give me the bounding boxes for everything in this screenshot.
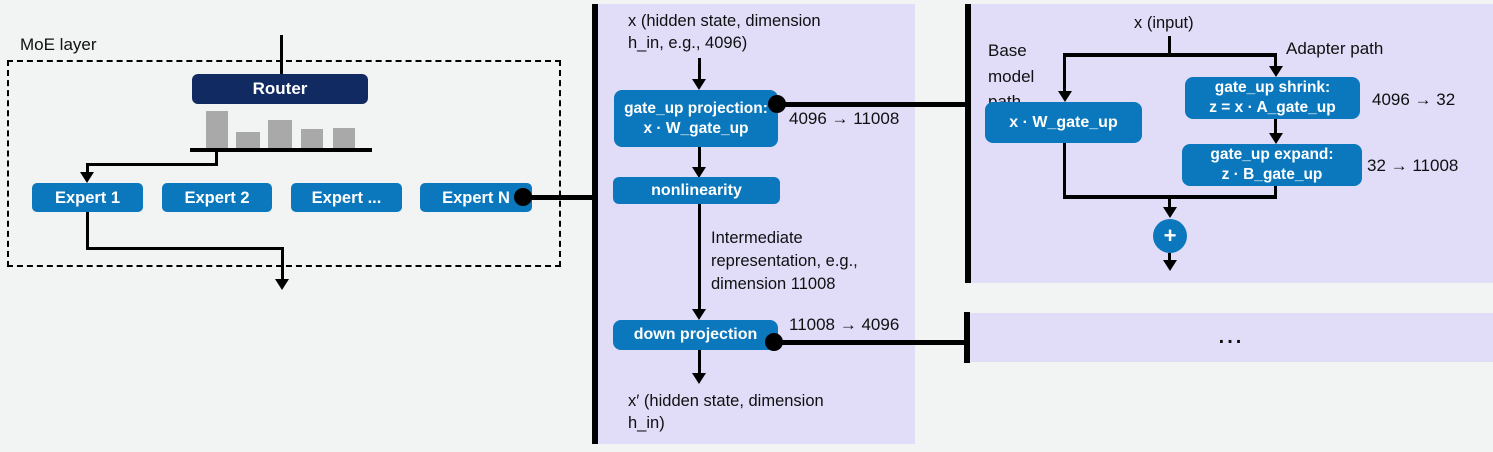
expert-output-arrowhead [275, 279, 289, 290]
route-line [215, 150, 218, 166]
ellipsis-panel-bracket [964, 312, 970, 363]
nonlinearity-box: nonlinearity [613, 177, 780, 204]
router-weights-axis [190, 148, 372, 152]
base-branch-line [1063, 53, 1066, 92]
sum-node: + [1153, 219, 1187, 253]
base-branch-arrowhead [1058, 91, 1072, 102]
router-input-line [280, 35, 283, 75]
flow-line [698, 58, 701, 81]
adapter-path-label: Adapter path [1286, 39, 1384, 58]
gate-up-callout-line [777, 102, 968, 107]
output-arrowhead [1163, 260, 1177, 271]
down-projection-box: down projection [613, 320, 778, 350]
flow-arrowhead [692, 373, 706, 384]
sum-arrowhead [1163, 207, 1177, 218]
expert-panel-bracket [592, 4, 598, 444]
flow-arrowhead [692, 167, 706, 178]
expert-detail-panel [598, 4, 915, 444]
expert-n-callout-line [523, 195, 595, 200]
expert-output-line [86, 212, 89, 250]
down-projection-callout-line [774, 340, 967, 345]
shrink-dims-label: 4096 → 32 [1372, 90, 1456, 109]
flow-arrowhead [1269, 133, 1283, 144]
adapter-input-text: x (input) [1134, 14, 1194, 32]
ellipsis-panel: ... [970, 313, 1493, 362]
expand-dims-label: 32 → 11008 [1367, 156, 1459, 175]
output-line [1168, 253, 1171, 261]
ellipsis-text: ... [1218, 326, 1245, 348]
moe-layer-title: MoE layer [20, 35, 97, 54]
gate-up-projection-box: gate_up projection: x · W_gate_up [614, 90, 778, 147]
flow-line [1274, 119, 1277, 135]
moe-layer-boundary [7, 60, 561, 267]
router-box: Router [192, 74, 368, 104]
expert-1-box: Expert 1 [32, 183, 143, 212]
flow-line [698, 147, 701, 169]
expert-output-line [281, 247, 284, 280]
adapter-branch-line [1274, 53, 1277, 68]
router-weight-bar [268, 120, 292, 148]
adapter-branch-arrowhead [1269, 66, 1283, 77]
base-join-line [1063, 143, 1066, 198]
route-arrowhead [80, 172, 94, 183]
route-line [86, 163, 89, 174]
flow-arrowhead [692, 79, 706, 90]
adapter-join-line [1274, 186, 1277, 198]
adapter-detail-panel [971, 4, 1493, 283]
router-weight-bar [301, 129, 323, 148]
flow-arrowhead [692, 309, 706, 320]
gate-up-expand-box: gate_up expand: z · B_gate_up [1182, 144, 1362, 186]
gate-up-shrink-box: gate_up shrink: z = x · A_gate_up [1185, 77, 1360, 119]
expert-input-text: x (hidden state, dimension h_in, e.g., 4… [628, 12, 821, 52]
branch-split-line [1063, 53, 1277, 57]
join-line [1063, 195, 1277, 199]
expert-ellipsis-box: Expert ... [291, 183, 402, 212]
expert-output-text: x′ (hidden state, dimension h_in) [628, 392, 824, 432]
down-projection-dims-label: 11008 → 4096 [789, 315, 900, 334]
flow-line [698, 350, 701, 375]
router-weight-bar [333, 128, 355, 148]
router-weight-bar [206, 111, 228, 148]
gate-up-dims-label: 4096 → 11008 [789, 109, 900, 128]
base-w-gate-up-box: x · W_gate_up [985, 102, 1142, 143]
adapter-input-stub [1168, 36, 1171, 56]
expert-2-box: Expert 2 [162, 183, 272, 212]
route-line [86, 163, 218, 166]
router-weight-bar [236, 132, 260, 148]
intermediate-text: Intermediate representation, e.g., dimen… [711, 229, 858, 293]
expert-output-line [86, 247, 284, 250]
flow-line [698, 204, 701, 310]
adapter-panel-bracket [965, 4, 971, 283]
sum-line [1168, 198, 1171, 208]
expert-n-box: Expert N [420, 183, 532, 212]
